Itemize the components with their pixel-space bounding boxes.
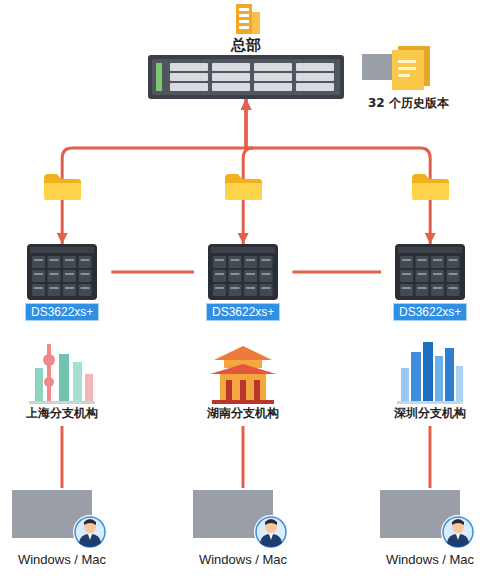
client-node: Windows / Mac <box>189 488 297 568</box>
nas-device <box>395 244 465 300</box>
city-label: 湖南分支机构 <box>206 404 280 422</box>
city-node: 上海分支机构 <box>25 338 99 422</box>
city-node: 湖南分支机构 <box>206 338 280 422</box>
nas-label: DS3622xs+ <box>206 303 280 321</box>
nas-node: DS3622xs+ <box>206 244 280 321</box>
nas-node: DS3622xs+ <box>393 244 467 321</box>
city-node: 深圳分支机构 <box>393 338 467 422</box>
nas-device <box>208 244 278 300</box>
client-label: Windows / Mac <box>376 552 484 568</box>
nas-node: DS3622xs+ <box>25 244 99 321</box>
city-icon <box>25 338 99 404</box>
client-computer <box>8 488 116 550</box>
client-node: Windows / Mac <box>376 488 484 568</box>
city-label: 深圳分支机构 <box>393 404 467 422</box>
client-computer <box>189 488 297 550</box>
version-icon <box>362 46 430 90</box>
city-icon <box>206 338 280 404</box>
connector <box>111 271 194 274</box>
client-node: Windows / Mac <box>8 488 116 568</box>
hq-node: 总部 <box>148 2 344 99</box>
hq-label: 总部 <box>148 35 344 55</box>
client-computer <box>376 488 484 550</box>
version-label: 32 个历史版本 <box>368 95 449 111</box>
connector <box>242 426 245 488</box>
connector <box>62 99 246 244</box>
nas-label: DS3622xs+ <box>25 303 99 321</box>
folder-icon <box>412 174 449 200</box>
city-label: 上海分支机构 <box>25 404 99 422</box>
folder-icon <box>225 174 262 200</box>
connector <box>429 426 432 488</box>
connector <box>246 99 430 244</box>
connector <box>61 426 64 488</box>
folder-icon <box>44 174 81 200</box>
client-label: Windows / Mac <box>8 552 116 568</box>
rack-server <box>148 55 344 99</box>
client-label: Windows / Mac <box>189 552 297 568</box>
nas-label: DS3622xs+ <box>393 303 467 321</box>
city-icon <box>393 338 467 404</box>
building-icon <box>228 2 264 34</box>
connector <box>292 271 381 274</box>
nas-device <box>27 244 97 300</box>
